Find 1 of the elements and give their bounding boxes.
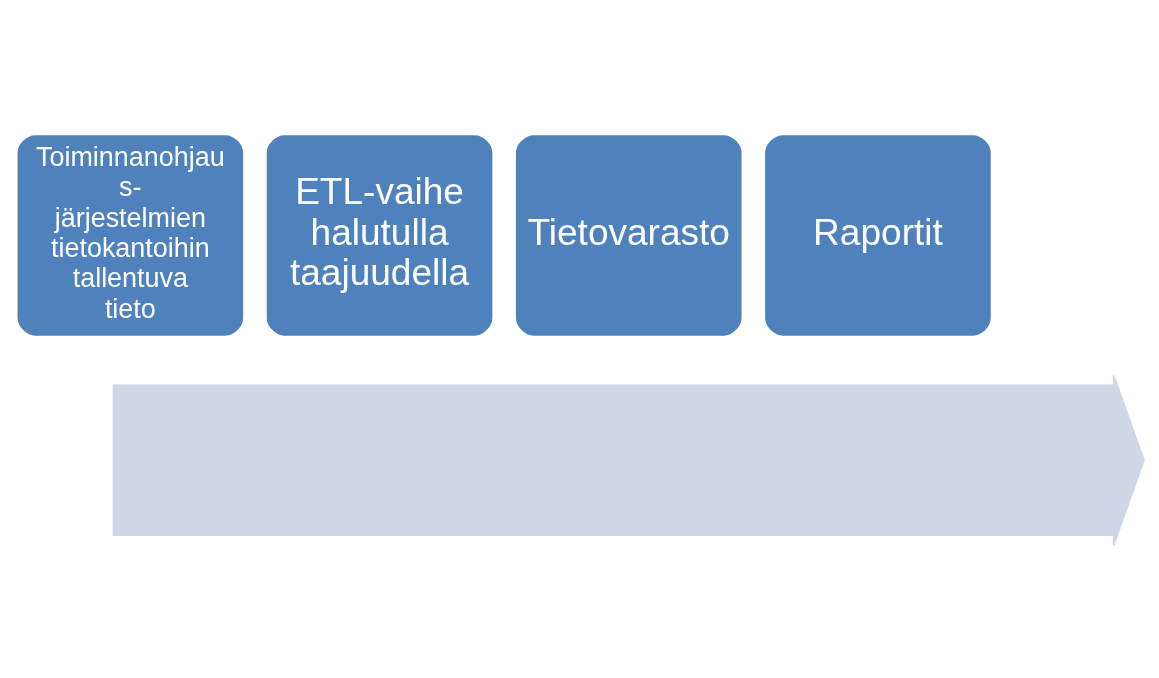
node-arrow: [112, 374, 1145, 547]
